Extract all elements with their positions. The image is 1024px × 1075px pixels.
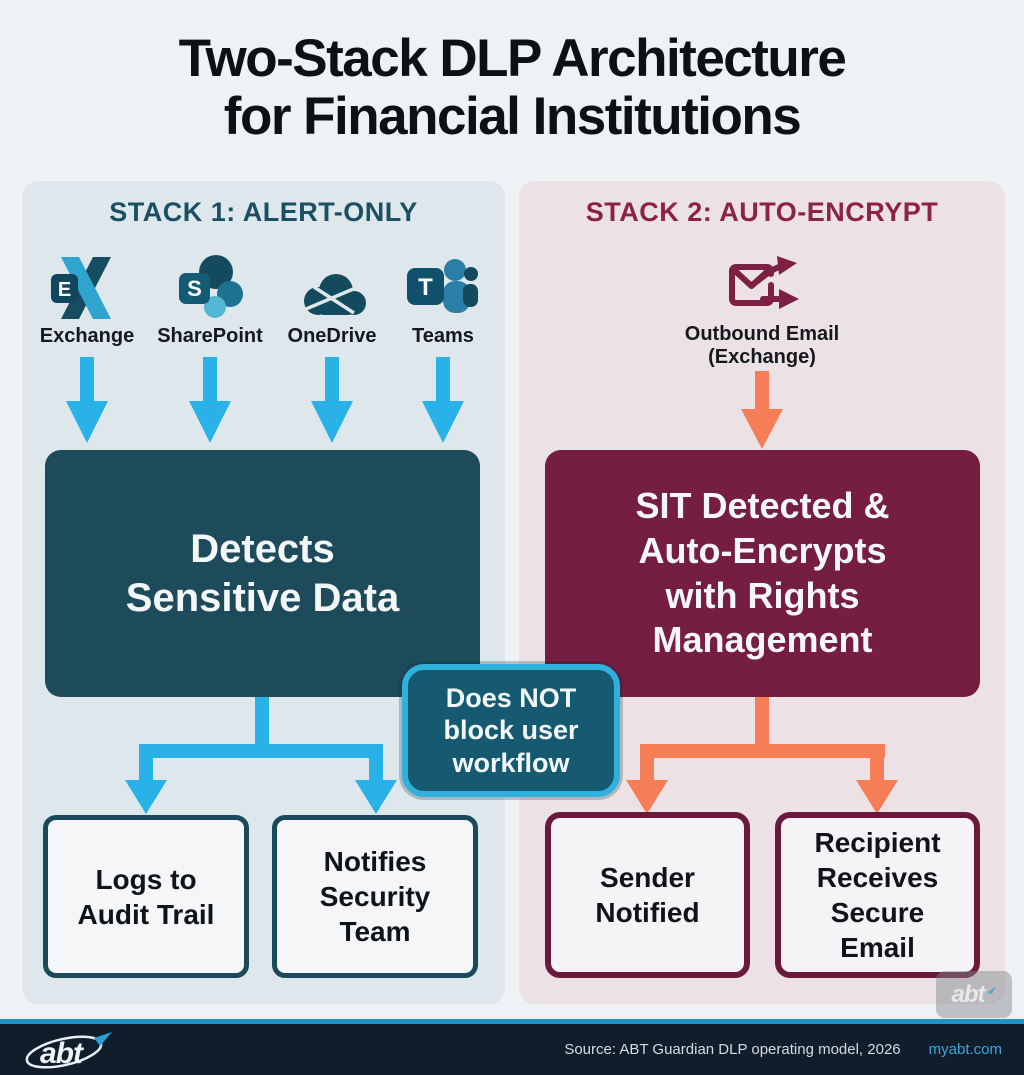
source-label: OneDrive xyxy=(287,325,377,347)
outcome-box-secure-email: Recipient Receives Secure Email xyxy=(775,812,980,978)
down-arrow-onedrive xyxy=(311,357,353,443)
source-label: SharePoint xyxy=(157,325,263,347)
page-title: Two-Stack DLP Architecture for Financial… xyxy=(0,29,1024,147)
down-arrow-outbound xyxy=(741,371,783,449)
stack2-main-box-line: with Rights xyxy=(665,574,860,616)
watermark-text: abt xyxy=(951,980,986,1008)
footer-divider xyxy=(0,1019,1024,1024)
source-teams: T Teams xyxy=(383,241,503,348)
page-title-line2: for Financial Institutions xyxy=(223,87,802,147)
source-label-line: (Exchange) xyxy=(708,346,816,368)
outcome-box-security-team: Notifies Security Team xyxy=(272,815,478,978)
watermark-arrow-icon xyxy=(986,985,996,994)
svg-text:T: T xyxy=(418,274,433,301)
stack2-main-box-line: SIT Detected & xyxy=(635,485,890,527)
source-outbound-email: Outbound Email (Exchange) xyxy=(652,241,872,369)
callout-line: block user xyxy=(443,715,579,746)
stack1-panel: STACK 1: ALERT-ONLY E Exchange xyxy=(22,181,505,1004)
onedrive-icon xyxy=(292,241,372,321)
stack1-main-box-line: Sensitive Data xyxy=(125,575,400,620)
down-arrow-exchange xyxy=(66,357,108,443)
stack2-main-box-line: Management xyxy=(652,619,873,661)
source-label: Exchange xyxy=(39,325,135,347)
svg-text:S: S xyxy=(187,276,202,301)
stack2-panel: STACK 2: AUTO-ENCRYPT Outboun xyxy=(519,181,1005,1004)
footer-source-text: Source: ABT Guardian DLP operating model… xyxy=(564,1041,901,1058)
outcome-text: Sender Notified xyxy=(595,862,700,928)
stack2-connector xyxy=(626,697,898,814)
stack2-header: STACK 2: AUTO-ENCRYPT xyxy=(585,197,939,227)
down-arrow-teams xyxy=(422,357,464,443)
outcome-text: Recipient Receives Secure Email xyxy=(814,827,941,963)
outcome-text: Logs to Audit Trail xyxy=(77,863,215,930)
footer-bar: abt Source: ABT Guardian DLP operating m… xyxy=(0,1024,1024,1075)
svg-text:abt: abt xyxy=(40,1037,85,1070)
source-label: Teams xyxy=(412,325,474,347)
abt-logo-arrow-icon xyxy=(94,1031,112,1046)
source-label-line: Outbound Email xyxy=(684,323,840,345)
down-arrow-sharepoint xyxy=(189,357,231,443)
outcome-box-audit-trail: Logs to Audit Trail xyxy=(43,815,249,978)
exchange-icon: E xyxy=(49,241,125,321)
source-onedrive: OneDrive xyxy=(272,241,392,348)
outbound-email-icon xyxy=(719,241,805,323)
stack1-connector xyxy=(125,697,397,814)
myabt-link[interactable]: myabt.com xyxy=(928,1041,1002,1058)
abt-logo: abt xyxy=(25,1031,112,1070)
page-title-line1: Two-Stack DLP Architecture xyxy=(178,29,847,88)
watermark-abt-badge: abt xyxy=(936,971,1012,1018)
outcome-box-sender-notified: Sender Notified xyxy=(545,812,750,978)
stack2-main-box-line: Auto-Encrypts xyxy=(638,529,887,571)
svg-text:E: E xyxy=(58,279,71,301)
callout-does-not-block: Does NOT block user workflow xyxy=(402,664,620,797)
source-sharepoint: S SharePoint xyxy=(150,241,270,348)
outcome-text: Notifies Security Team xyxy=(319,846,431,947)
stack2-main-box: SIT Detected & Auto-Encrypts with Rights… xyxy=(545,450,980,697)
teams-icon: T xyxy=(405,241,481,321)
sharepoint-icon: S xyxy=(172,241,248,321)
callout-line: workflow xyxy=(452,747,570,778)
stack1-header: STACK 1: ALERT-ONLY xyxy=(109,197,418,227)
callout-line: Does NOT xyxy=(445,682,577,713)
stack1-main-box-line: Detects xyxy=(190,526,335,571)
stack1-main-box: Detects Sensitive Data xyxy=(45,450,480,697)
source-exchange: E Exchange xyxy=(27,241,147,348)
